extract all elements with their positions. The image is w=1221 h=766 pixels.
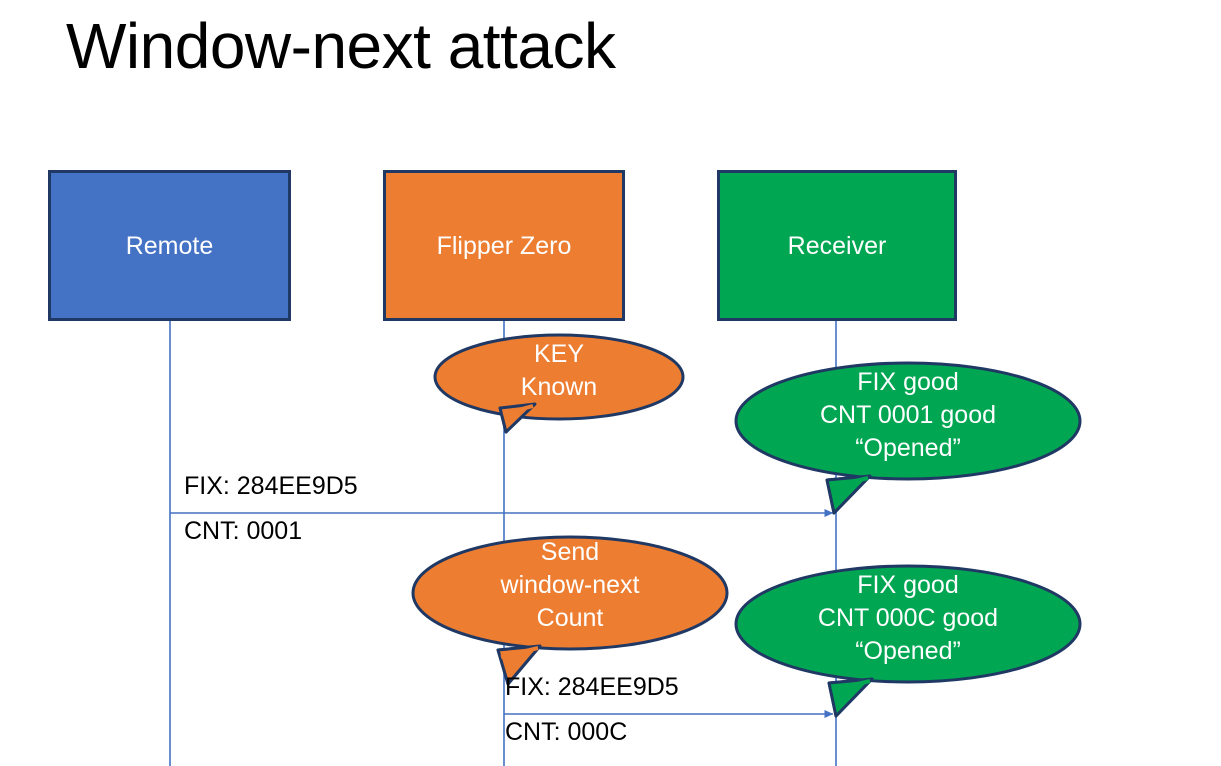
callout-key-known — [433, 333, 685, 434]
actor-box-remote[interactable]: Remote — [48, 170, 291, 321]
message-1-label-above: FIX: 284EE9D5 — [184, 472, 358, 500]
callout-send-window-next — [411, 535, 729, 686]
message-1-label-below: CNT: 0001 — [184, 517, 303, 545]
actor-label-remote: Remote — [125, 231, 214, 260]
message-2-label-above: FIX: 284EE9D5 — [505, 673, 679, 701]
message-2-label-below: CNT: 000C — [505, 718, 628, 746]
actor-label-flipper-zero: Flipper Zero — [436, 231, 572, 260]
actor-label-receiver: Receiver — [787, 231, 887, 260]
actor-box-flipper-zero[interactable]: Flipper Zero — [383, 170, 625, 321]
actor-box-receiver[interactable]: Receiver — [717, 170, 957, 321]
page-title: Window-next attack — [66, 10, 616, 82]
callout-receiver-ack-2 — [734, 564, 1082, 718]
callout-receiver-ack-1 — [734, 361, 1082, 515]
